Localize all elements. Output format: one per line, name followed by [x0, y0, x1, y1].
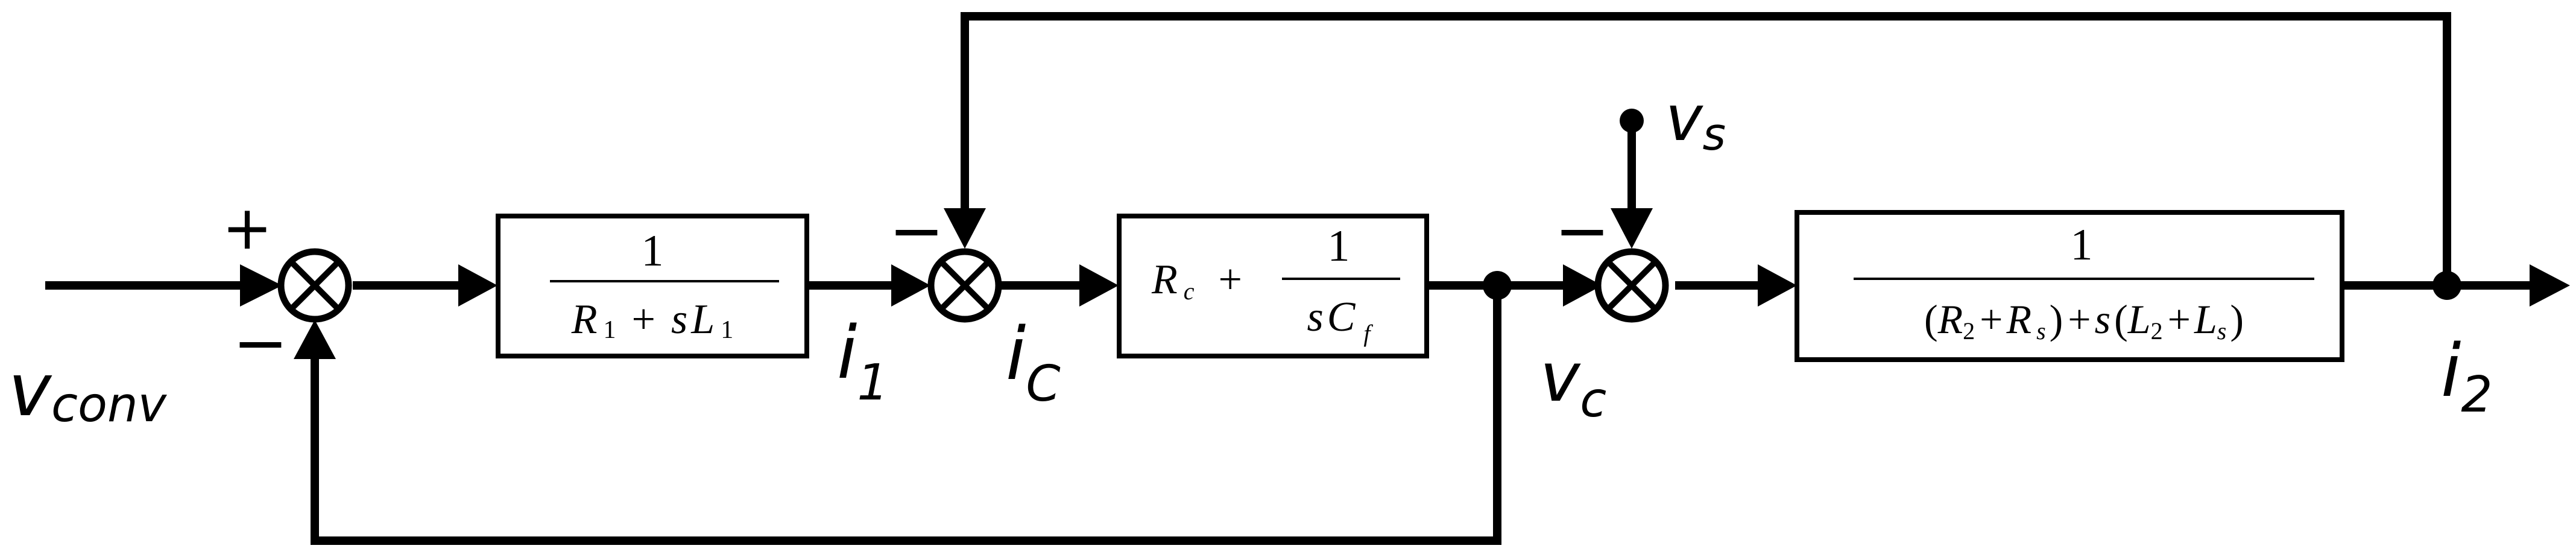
arrow-into-sum3	[1563, 264, 1602, 307]
vc-takeoff-node	[1483, 271, 1512, 300]
block3-numerator: 1	[2071, 220, 2093, 270]
output-arrow	[2530, 264, 2570, 307]
arrow-into-block2	[1079, 264, 1119, 307]
vc-feedback-wire	[311, 285, 1501, 545]
summing-junction-3	[1594, 248, 1669, 323]
arrow-vc-feedback-into-sum1	[294, 320, 336, 359]
sum3-minus-sign: −	[1555, 192, 1610, 269]
i2-feedback-wire	[961, 12, 2451, 285]
v-c-label: vc	[1540, 339, 1606, 428]
arrow-into-sum1	[240, 264, 282, 307]
i-1-label: i1	[837, 311, 889, 412]
arrow-into-sum2	[891, 264, 930, 307]
arrow-i2-feedback-into-sum2	[944, 208, 986, 249]
arrow-vs-into-sum3	[1611, 208, 1653, 249]
summing-junction-2	[927, 248, 1002, 323]
block2-numerator: 1	[1328, 221, 1350, 271]
sum2-minus-sign: −	[889, 192, 944, 269]
vs-source-node	[1620, 109, 1644, 133]
arrow-into-block1	[458, 264, 497, 307]
i-2-label: i2	[2441, 329, 2493, 424]
sum1-minus-sign: −	[233, 304, 288, 381]
i2-takeoff-node	[2432, 271, 2461, 300]
v-conv-label: vconv	[8, 349, 168, 433]
i-c-label: iC	[1006, 313, 1061, 413]
block1-numerator: 1	[642, 226, 664, 276]
arrow-into-block3	[1758, 264, 1797, 307]
sum1-plus-sign: +	[222, 192, 273, 263]
summing-junction-1	[277, 248, 352, 323]
v-s-label: vs	[1665, 81, 1726, 161]
